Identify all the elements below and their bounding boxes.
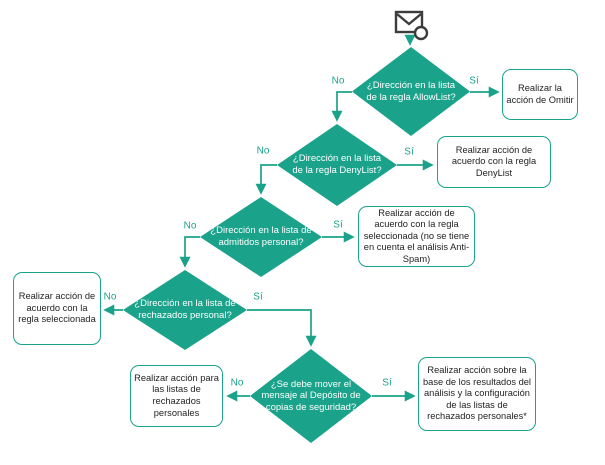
edge-label-no: No [103, 291, 117, 303]
action-personal-deny-lists-label: Realizar acción para las listas de recha… [134, 372, 219, 418]
decision-backup-storage-label: ¿Se debe mover el mensaje al Depósito de… [261, 378, 361, 413]
decision-denylist-label: ¿Dirección en la lista de la regla DenyL… [292, 153, 382, 176]
action-selected-rule-no-antispam-label: Realizar acción de acuerdo con la regla … [363, 207, 470, 264]
edge-label-no: No [183, 220, 197, 232]
email-message-icon [394, 10, 429, 41]
decision-allowlist-label: ¿Dirección en la lista de la regla Allow… [366, 79, 456, 103]
action-denylist-rule-label: Realizar acción de acuerdo con la regla … [451, 144, 537, 178]
action-analysis-and-config: Realizar acción sobre la base de los res… [418, 357, 536, 431]
edge-label-yes: Sí [253, 291, 263, 303]
edge-label-yes: Sí [404, 146, 414, 158]
action-skip: Realizar la acción de Omitir [502, 69, 578, 120]
action-denylist-rule: Realizar acción de acuerdo con la regla … [437, 136, 551, 188]
connector-denylist-no [255, 164, 277, 195]
edge-label-no: No [230, 377, 244, 389]
edge-label-no: No [256, 145, 270, 157]
edge-label-no: No [331, 75, 345, 87]
edge-label-yes: Sí [382, 377, 392, 389]
decision-personal-allow-label: ¿Dirección en la lista de admitidos pers… [210, 225, 312, 248]
action-analysis-and-config-label: Realizar acción sobre la base de los res… [422, 365, 532, 422]
action-selected-rule-no-antispam: Realizar acción de acuerdo con la regla … [358, 206, 475, 267]
edge-label-yes: Sí [333, 219, 343, 231]
connector-personal-deny-yes [247, 309, 317, 347]
edge-label-yes: Sí [469, 75, 479, 87]
action-selected-rule: Realizar acción de acuerdo con la regla … [13, 272, 101, 345]
action-personal-deny-lists: Realizar acción para las listas de recha… [130, 365, 223, 427]
connector-personal-allow-no [179, 236, 200, 268]
action-skip-label: Realizar la acción de Omitir [506, 82, 574, 105]
connector-allowlist-no [331, 91, 352, 122]
action-selected-rule-label: Realizar acción de acuerdo con la regla … [18, 291, 96, 325]
decision-personal-deny-label: ¿Dirección en la lista de rechazados per… [134, 298, 236, 321]
